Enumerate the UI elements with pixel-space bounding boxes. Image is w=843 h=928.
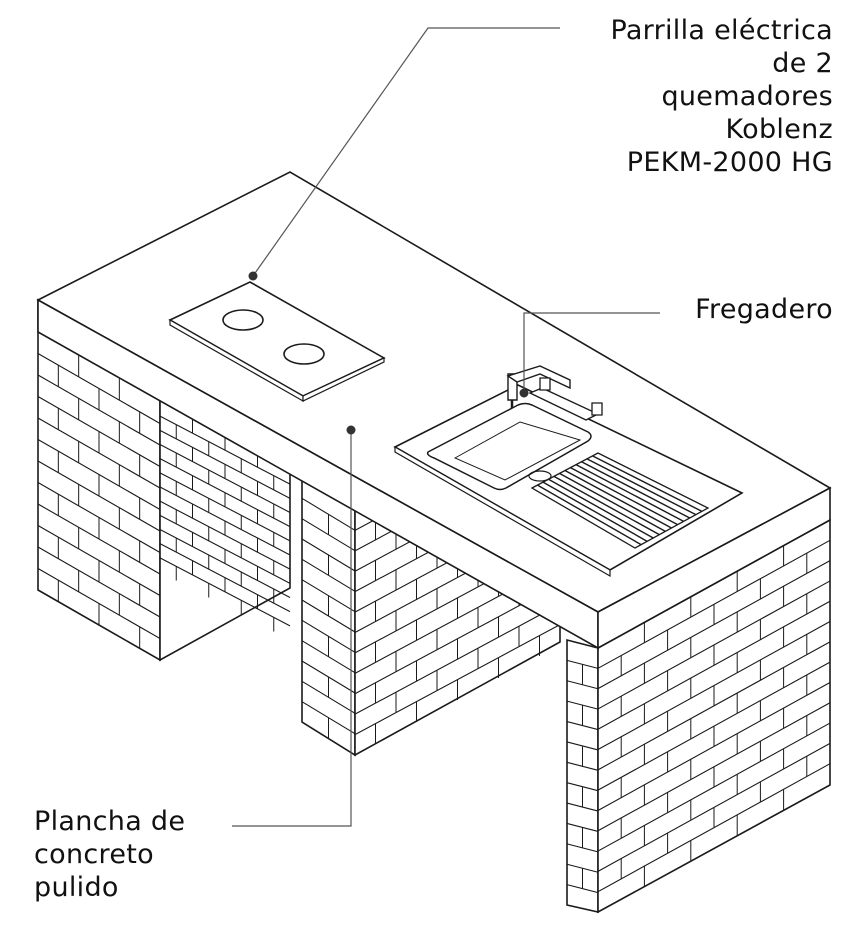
sink-leader-dot: [519, 388, 529, 398]
drainboard-rib: [554, 476, 659, 534]
drainboard-rib: [565, 471, 672, 529]
electric-grill: [170, 282, 384, 401]
sink-basin: [428, 404, 591, 490]
drainboard-outline: [532, 453, 708, 548]
drainboard-rib: [549, 479, 654, 538]
drainboard-rib: [538, 485, 642, 545]
slab-leader-line: [232, 430, 351, 826]
drainboard-rib: [576, 465, 684, 522]
faucet-handle-right: [592, 403, 602, 415]
sink: [395, 385, 742, 576]
drainboard-rib: [582, 462, 690, 518]
slab-leader-dot: [346, 425, 356, 435]
drainboard-rib: [571, 468, 678, 525]
grill-leader-dot: [248, 271, 258, 281]
left-leg-front-brick-courses: [38, 354, 160, 649]
drainboard-rib: [587, 459, 696, 515]
drainboard-rib: [593, 456, 702, 511]
drainboard-rib: [560, 473, 666, 531]
sink-drain: [529, 471, 551, 481]
right-leg-front-brick-courses: [567, 660, 598, 892]
faucet-handle-left: [540, 378, 550, 390]
sink-label: Fregadero: [695, 294, 833, 325]
sink-drainboard-ribs: [538, 456, 702, 545]
slab-label: Plancha de concreto pulido: [34, 806, 186, 903]
burner-left: [223, 310, 263, 330]
sink-basin-inner: [455, 422, 580, 480]
drainboard-rib: [543, 482, 647, 541]
burner-right: [284, 344, 324, 364]
middle-leg-front-brick-courses: [302, 498, 355, 738]
leader-lines: [232, 28, 660, 826]
left-leg-side-brick-courses: [160, 416, 290, 631]
sink-leader-line: [524, 313, 660, 393]
slab-right-edge: [598, 488, 830, 648]
right-brick-leg: [567, 520, 830, 912]
sink-rim-edge: [395, 447, 610, 576]
grill-leader-line: [253, 28, 560, 276]
right-leg-side-brick-courses: [598, 540, 830, 891]
grill-plate-edge-right: [303, 358, 384, 401]
grill-label: Parrilla eléctrica de 2 quemadores Koble…: [610, 15, 833, 178]
